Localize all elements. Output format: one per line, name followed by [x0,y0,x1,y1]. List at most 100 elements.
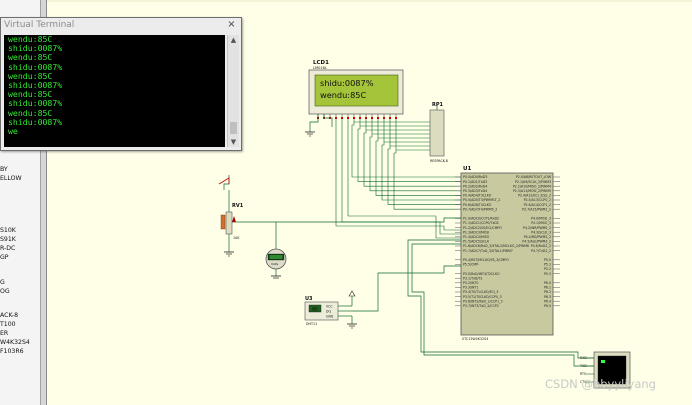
adc-wire [276,217,461,223]
ground-symbol [347,323,357,329]
lcd-vdd-wire [323,114,333,127]
watermark: CSDN @bbyyliyang [545,377,656,391]
rp1-ref: RP1 [432,102,444,108]
component-list-item[interactable]: R-DC [0,245,16,252]
terminal-scrollbar[interactable]: ▲ ▼ [227,35,239,147]
close-icon[interactable]: × [227,19,236,30]
component-list-item[interactable]: F103R6 [0,348,24,355]
pin-marker [341,117,343,119]
panel-scrollbar[interactable] [40,0,46,405]
lcd-ctrl-wire [347,119,461,239]
lcd-ref: LCD1 [313,60,329,66]
pin-marker [389,117,391,119]
pin-marker [335,117,337,119]
potentiometer-rv1[interactable] [218,175,277,252]
sensor-readout: 85 [312,307,318,313]
mcu-pin-label: P6.1 [544,286,551,290]
scroll-down-icon[interactable]: ▼ [230,138,237,146]
mcu-pin-label: P5.1 [544,263,551,267]
pin-marker [353,117,355,119]
rv1-value: 10K [233,236,240,240]
lcd-bus-wire [371,119,430,135]
term-pin-txd: TXD [579,364,587,368]
mcu-pin-label: P1.2/ADC2/SS/ECI/CMPO [463,226,502,230]
component-list-item[interactable]: ACK-8 [0,312,19,319]
u3-data-wire [352,265,461,312]
mcu-pin-label: P3.2/INT0 [463,281,478,285]
ground-symbol [224,251,234,257]
lcd-to-mcu-wire [381,142,461,201]
mcu-pin-label: P1.3/ADC3/MOSI [463,230,489,234]
mcu-pin-label: P0.5/AD5/T3/PWMFLT_2 [463,198,500,202]
terminal-line: shidu:0087% [8,43,63,54]
mcu-right-stubs [553,176,560,307]
power-arrow [348,290,356,297]
term-pin-rxd: RXD [580,356,587,360]
component-list-item[interactable]: W4K32S4 [0,339,30,346]
lcd-bus-wire [359,119,430,127]
lcd-to-mcu-wire [387,146,461,205]
lcd-bus-wire [383,119,430,143]
component-list-item[interactable]: S91K [0,236,16,243]
mcu-pin-label: P4.2/WR/PWM5_2 [523,226,551,230]
pin-marker [371,117,373,119]
mcu-pin-label: P2.5/A13/CCP0_2 [524,198,551,202]
mcu-pin-label: P2.4/A12/ECI_3/SS_2 [518,194,551,198]
scroll-up-icon[interactable]: ▲ [230,36,237,44]
lcd-line-2: wendu:85C [320,90,366,100]
mcu-pin-label: P5.2 [544,267,551,271]
lcd-to-mcu-wire [375,138,461,196]
pin-marker [365,117,367,119]
mcu-pin-label: P4.4/RD/PWM2_2 [524,235,551,239]
lcd-to-mcu-wire [357,126,461,182]
uart-tx-wire [411,243,594,367]
mcu-pin-label: P5.0 [544,258,551,262]
lcd-line-1: shidu:0087% [320,78,374,88]
mcu-pin-label: P3.7/INT3/TxD_2/CCP2 [463,304,499,308]
virtual-terminal-symbol[interactable] [586,351,631,389]
lcd-to-mcu-wire [363,130,461,187]
component-list-item[interactable]: ER [0,330,9,337]
component-list-item[interactable]: T100 [0,321,16,328]
lcd-module[interactable]: shidu:0087% wendu:85C [308,69,404,115]
mcu-pin-label: P2.3/A11/MOSI_2/PWM5 [513,189,551,193]
pin-marker [359,117,361,119]
mcu-pin-label: P4.3/SCLK_3 [531,230,551,234]
mcu-pin-label: P1.6/ADC6/RxD_3/XTAL2/MCLKO_2/PWM6 [463,244,529,248]
ground-symbol [271,275,281,279]
terminal-line: shidu:0087% [8,80,63,91]
mcu-pin-label: P2.6/A14/CCP1_2 [524,203,551,207]
scroll-thumb[interactable] [230,122,237,134]
component-list-item[interactable]: S10K [0,227,16,234]
term-pin-cts: CTS [580,380,586,384]
mcu-pin-label: P3.3/INT1 [463,286,478,290]
mcu-right-pins: P2.0/A8/RSTOUT_LOWP2.1/A9/SCLK_2/PWM3P2.… [513,175,552,308]
mcu-pin-label: P1.1/ADC1/CCP0/TxD2 [463,221,499,225]
component-list-item[interactable]: OG [0,288,10,295]
component-list-item[interactable]: BY [0,166,8,173]
pin-marker [347,117,349,119]
lcd-to-mcu-wire [369,134,461,192]
mcu-pin-label: P1.0/ADC0/CCP1/RxD2 [463,217,499,221]
u3-pin-dq: DQ [326,310,331,314]
terminal-line: shidu:0087% [8,116,63,127]
u3-ref: U3 [305,296,313,302]
voltmeter[interactable] [265,248,287,276]
component-list-item[interactable]: ELLOW [0,175,22,182]
mcu-pin-label: P3.6/INT2/RxD_2/CCP1_3 [463,299,503,303]
component-list-item[interactable]: GP [0,254,9,261]
rp1-part: RESPACK-8 [430,159,448,163]
lcd-ctrl-wire [335,119,461,231]
mcu-pin-label: P4.6/RxD2_2 [531,244,551,248]
mcu-pin-label: P3.4/T0/T1CLKO/ECI_3 [463,290,498,294]
rv1-ref: RV1 [232,203,244,209]
resistor-pack-rp1[interactable] [429,104,445,157]
mcu-pin-label: P5.4/RST/MCLKO/SS_3/CMPO [463,258,509,262]
mcu-u1[interactable]: P0.0/AD0/RxD3P0.1/AD1/TxD3P0.2/AD2/RxD4P… [455,172,554,336]
sensor-u3-dht11[interactable]: 85 [304,301,352,321]
component-list-item[interactable]: G [0,279,5,286]
